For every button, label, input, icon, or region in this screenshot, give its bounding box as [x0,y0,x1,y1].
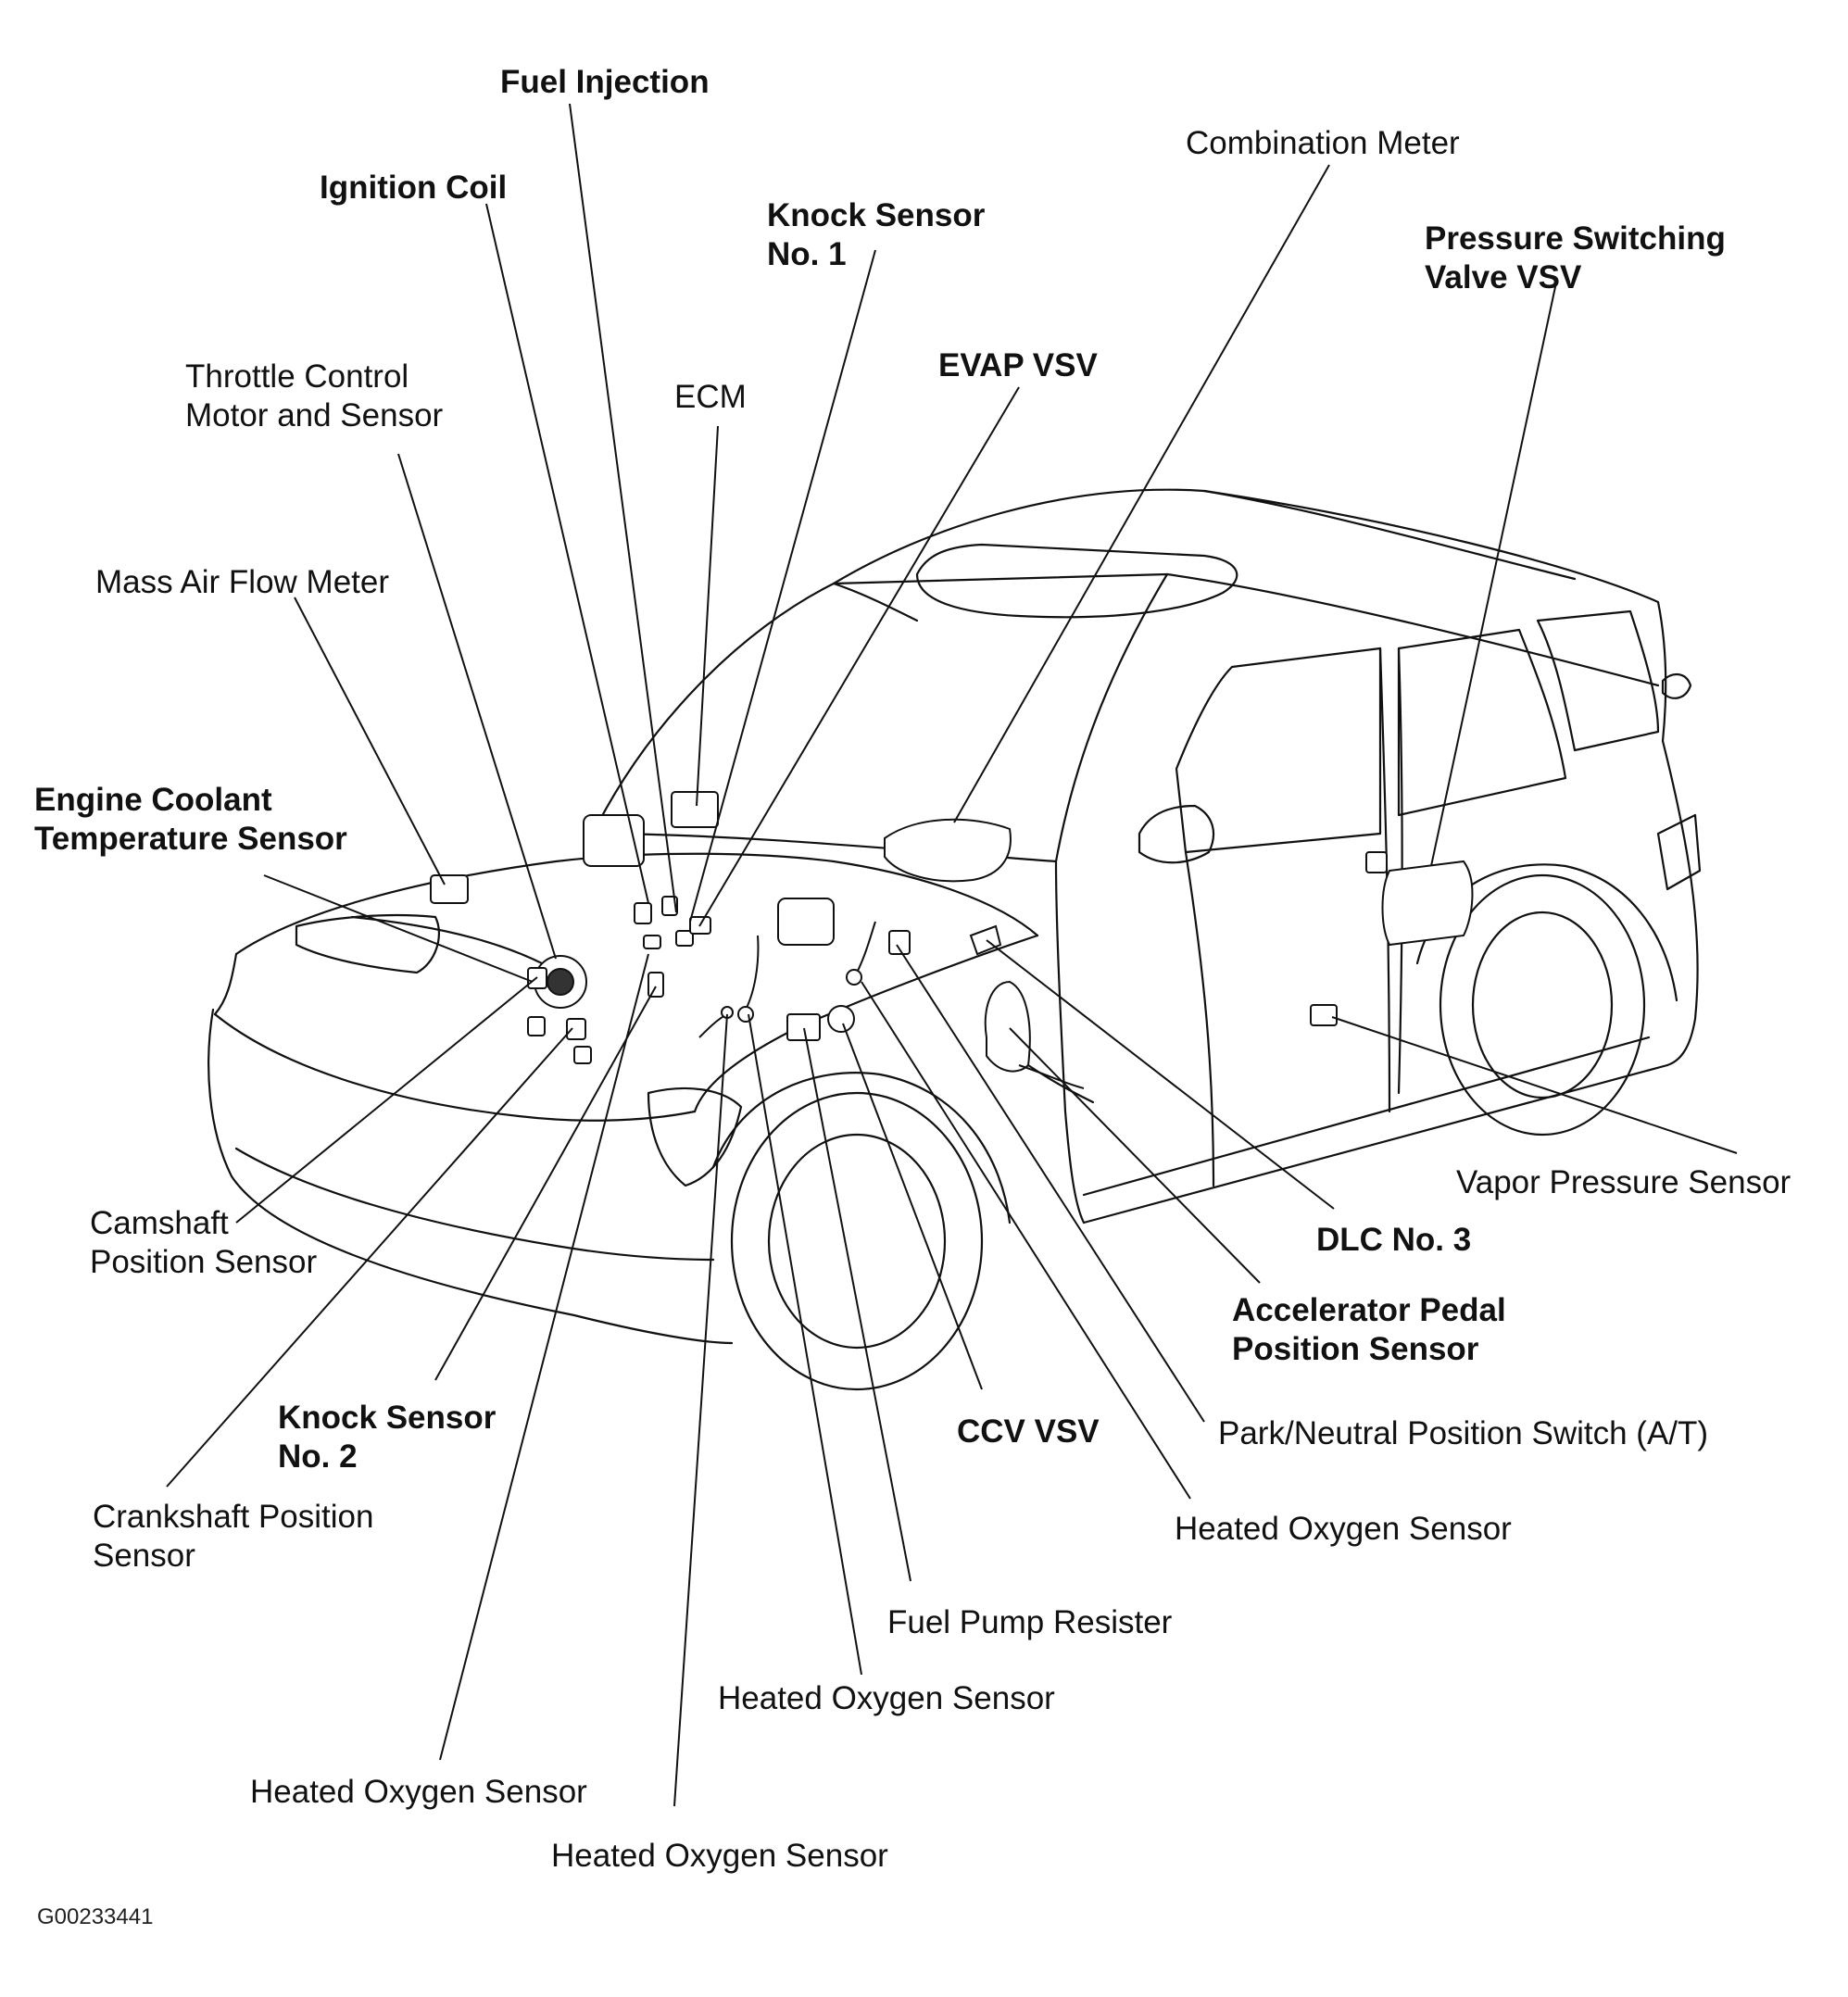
label-knock-sensor-1: Knock Sensor No. 1 [767,197,986,272]
vehicle-outline [207,488,1702,1391]
label-fuel-pump-resister: Fuel Pump Resister [887,1604,1173,1640]
label-pressure-switching-valve-vsv: Pressure Switching Valve VSV [1425,220,1726,295]
label-ccv-vsv: CCV VSV [957,1413,1100,1450]
figure-code: G00233441 [37,1904,154,1929]
label-throttle-control-motor-sensor: Throttle Control Motor and Sensor [185,358,444,433]
label-mass-air-flow-meter: Mass Air Flow Meter [95,564,389,600]
label-vapor-pressure-sensor: Vapor Pressure Sensor [1456,1164,1791,1200]
label-engine-coolant-temperature-sensor: Engine Coolant Temperature Sensor [34,782,347,857]
label-evap-vsv: EVAP VSV [938,347,1098,383]
label-park-neutral-position-switch: Park/Neutral Position Switch (A/T) [1218,1415,1709,1451]
label-heated-oxygen-sensor-center: Heated Oxygen Sensor [718,1680,1055,1716]
label-crankshaft-position-sensor: Crankshaft Position Sensor [93,1499,374,1574]
label-ignition-coil: Ignition Coil [320,170,508,206]
label-heated-oxygen-sensor-right: Heated Oxygen Sensor [1175,1511,1512,1547]
label-ecm: ECM [674,379,747,415]
label-fuel-injection: Fuel Injection [500,64,710,100]
label-accelerator-pedal-position-sensor: Accelerator Pedal Position Sensor [1232,1292,1506,1367]
leader-lines [166,103,1738,1807]
label-camshaft-position-sensor: Camshaft Position Sensor [90,1205,318,1280]
label-heated-oxygen-sensor-bottom: Heated Oxygen Sensor [551,1838,888,1874]
label-dlc-no-3: DLC No. 3 [1316,1222,1472,1258]
component-parts [430,791,1474,1089]
label-knock-sensor-2: Knock Sensor No. 2 [278,1400,497,1475]
label-heated-oxygen-sensor-left: Heated Oxygen Sensor [250,1774,587,1810]
label-combination-meter: Combination Meter [1186,125,1460,161]
